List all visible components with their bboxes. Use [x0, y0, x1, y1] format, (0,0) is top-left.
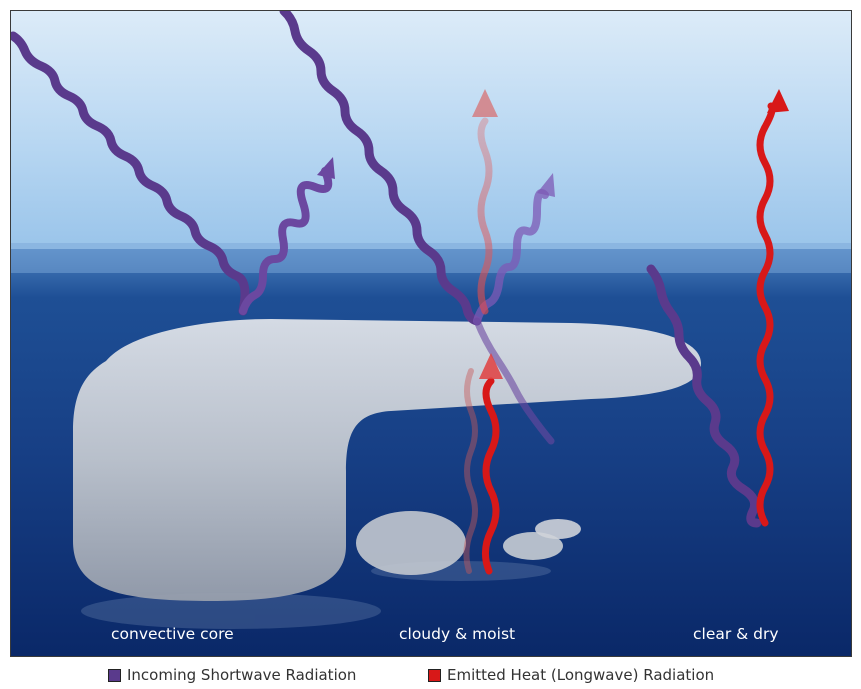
- scene-canvas: convective core cloudy & moist clear & d…: [11, 11, 851, 656]
- sky: [11, 11, 851, 273]
- radiation-scene: convective core cloudy & moist clear & d…: [10, 10, 852, 657]
- legend-item-longwave: Emitted Heat (Longwave) Radiation: [428, 666, 714, 684]
- label-cloudy-moist: cloudy & moist: [399, 625, 515, 643]
- longwave-swatch: [428, 669, 441, 682]
- label-convective-core: convective core: [111, 625, 234, 643]
- legend-label-shortwave: Incoming Shortwave Radiation: [127, 666, 356, 684]
- label-clear-dry: clear & dry: [693, 625, 779, 643]
- shortwave-swatch: [108, 669, 121, 682]
- legend: Incoming Shortwave Radiation Emitted Hea…: [0, 666, 861, 688]
- legend-item-shortwave: Incoming Shortwave Radiation: [108, 666, 356, 684]
- legend-label-longwave: Emitted Heat (Longwave) Radiation: [447, 666, 714, 684]
